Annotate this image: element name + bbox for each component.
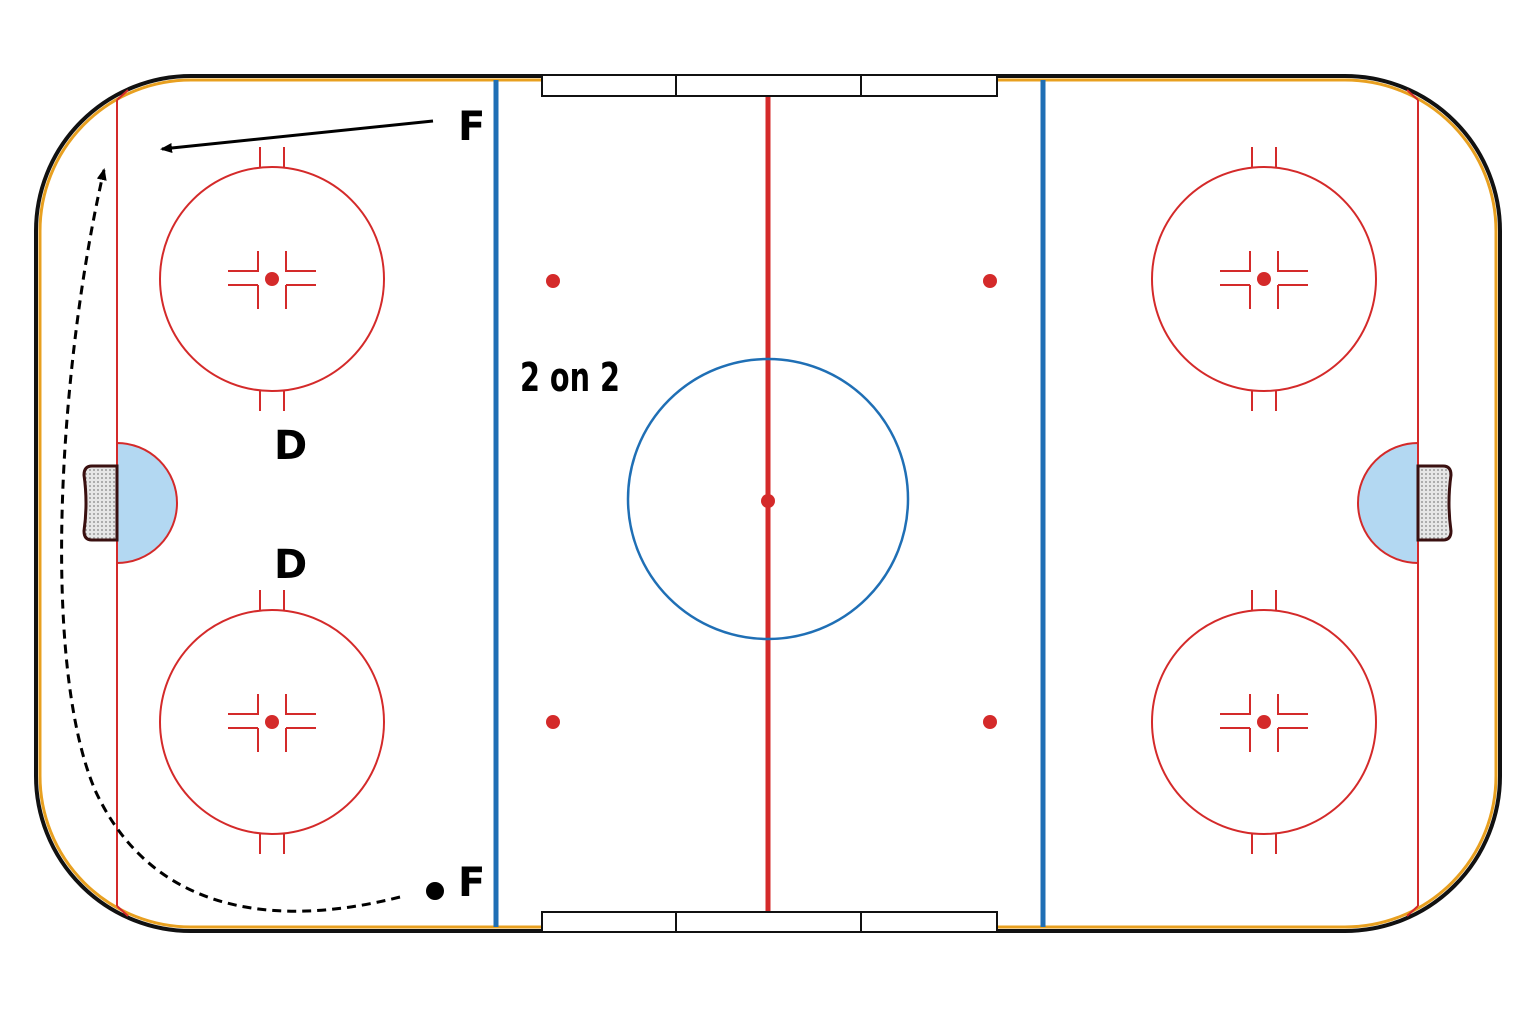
corner-mark bbox=[1406, 89, 1419, 101]
faceoff-circle-left-bottom bbox=[159, 590, 385, 854]
faceoff-circle-right-bottom bbox=[1151, 590, 1377, 854]
defense-top-label: D bbox=[274, 423, 307, 469]
drill-title: 2 on 2 bbox=[520, 355, 620, 401]
defense-bottom-label: D bbox=[274, 542, 307, 588]
skating-path-dashed bbox=[60, 168, 401, 913]
bottom-bench-area bbox=[541, 911, 998, 933]
corner-mark bbox=[1406, 905, 1419, 917]
neutral-zone-dot bbox=[546, 274, 560, 288]
corner-mark bbox=[116, 89, 129, 101]
faceoff-circle-left-top bbox=[159, 147, 385, 411]
left-goal-net bbox=[82, 464, 119, 542]
pass-arrow bbox=[160, 119, 434, 153]
neutral-zone-dot bbox=[546, 715, 560, 729]
right-goal-net bbox=[1416, 464, 1453, 542]
corner-mark bbox=[116, 905, 129, 917]
center-faceoff-dot bbox=[761, 494, 775, 508]
puck-start-dot bbox=[426, 882, 444, 900]
left-goal-crease bbox=[116, 441, 178, 565]
right-goal-crease bbox=[1357, 441, 1419, 565]
neutral-zone-dot bbox=[983, 274, 997, 288]
forward-top-label: F bbox=[458, 104, 485, 150]
faceoff-circle-right-top bbox=[1151, 147, 1377, 411]
neutral-zone-dot bbox=[983, 715, 997, 729]
forward-bottom-label: F bbox=[458, 860, 485, 906]
top-bench-area bbox=[541, 74, 998, 97]
center-circle bbox=[626, 357, 910, 641]
